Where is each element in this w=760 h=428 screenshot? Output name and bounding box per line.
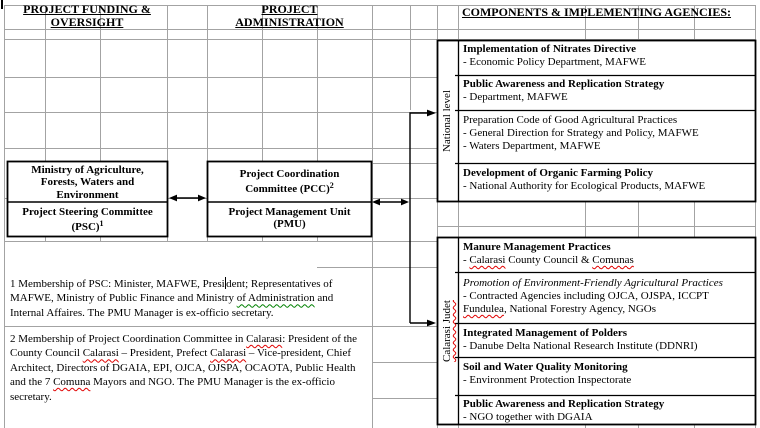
connector-arrows xyxy=(169,109,436,327)
header-line: ADMINISTRATION xyxy=(235,14,344,29)
misspelled-word: Calarasi xyxy=(246,333,283,345)
national-level-label: National level xyxy=(441,90,453,153)
component-public-awareness-calarasi: Public Awareness and Replication Strateg… xyxy=(463,398,665,423)
footnote-ref-2: 2 xyxy=(329,181,334,191)
misspelled-word: Calarasi xyxy=(82,347,119,360)
funding-box xyxy=(6,160,169,238)
component-polders-management: Integrated Management of Polders - Danub… xyxy=(463,327,698,352)
misspelled-word: Calarasi xyxy=(469,254,506,266)
misspelled-word: Comunas xyxy=(592,254,634,266)
administration-box xyxy=(206,160,373,238)
header-line: OVERSIGHT xyxy=(50,14,124,29)
component-manure-management: Manure Management Practices - Calarasi C… xyxy=(463,241,634,266)
header-line: PROJECT FUNDING & xyxy=(23,2,151,16)
grammar-flagged-phrase: of Administration xyxy=(236,292,315,305)
component-public-awareness-national: Public Awareness and Replication Strateg… xyxy=(463,78,665,103)
components-connector-line xyxy=(409,112,428,323)
pmu-box-label: Project Management Unit (PMU) xyxy=(228,206,351,231)
footnote-psc-membership: 1 Membership of PSC: Minister, MAFWE, Pr… xyxy=(10,277,334,319)
misspelled-word: Calarasi xyxy=(210,347,247,360)
calarasi-judet-label: Calarasi Judet xyxy=(441,300,453,363)
component-organic-farming-policy: Development of Organic Farming Policy - … xyxy=(463,167,706,192)
component-environment-friendly-practices: Promotion of Environment-Friendly Agricu… xyxy=(463,277,723,315)
component-soil-water-monitoring: Soil and Water Quality Monitoring - Envi… xyxy=(463,361,632,386)
national-group-box xyxy=(436,39,757,203)
component-good-agricultural-practices: Preparation Code of Good Agricultural Pr… xyxy=(463,114,699,152)
diagram-boxes xyxy=(6,39,757,426)
footnote-ref-1: 1 xyxy=(99,219,104,229)
calarasi-group-box xyxy=(436,236,757,426)
header-line: PROJECT xyxy=(261,2,318,16)
footnote-pcc-membership: 2 Membership of Project Coordination Com… xyxy=(10,333,358,403)
text-cursor xyxy=(224,277,227,289)
page-corner-mark xyxy=(1,0,3,9)
misspelled-word: Fundulea xyxy=(463,303,504,315)
component-nitrates-directive: Implementation of Nitrates Directive - E… xyxy=(463,43,646,68)
header-line: COMPONENTS & IMPLEMENTING AGENCIES: xyxy=(461,5,732,19)
psc-box-label: Project Steering Committee (PSC)1 xyxy=(22,206,153,234)
ministry-box-label: Ministry of Agriculture, Forests, Waters… xyxy=(31,164,144,201)
column-header-components: COMPONENTS & IMPLEMENTING AGENCIES: xyxy=(437,6,756,19)
column-header-administration: PROJECT ADMINISTRATION xyxy=(207,3,372,28)
column-header-funding: PROJECT FUNDING & OVERSIGHT xyxy=(7,3,167,28)
pcc-box-label: Project Coordination Committee (PCC)2 xyxy=(239,168,340,196)
misspelled-word: Comuna xyxy=(53,376,91,389)
